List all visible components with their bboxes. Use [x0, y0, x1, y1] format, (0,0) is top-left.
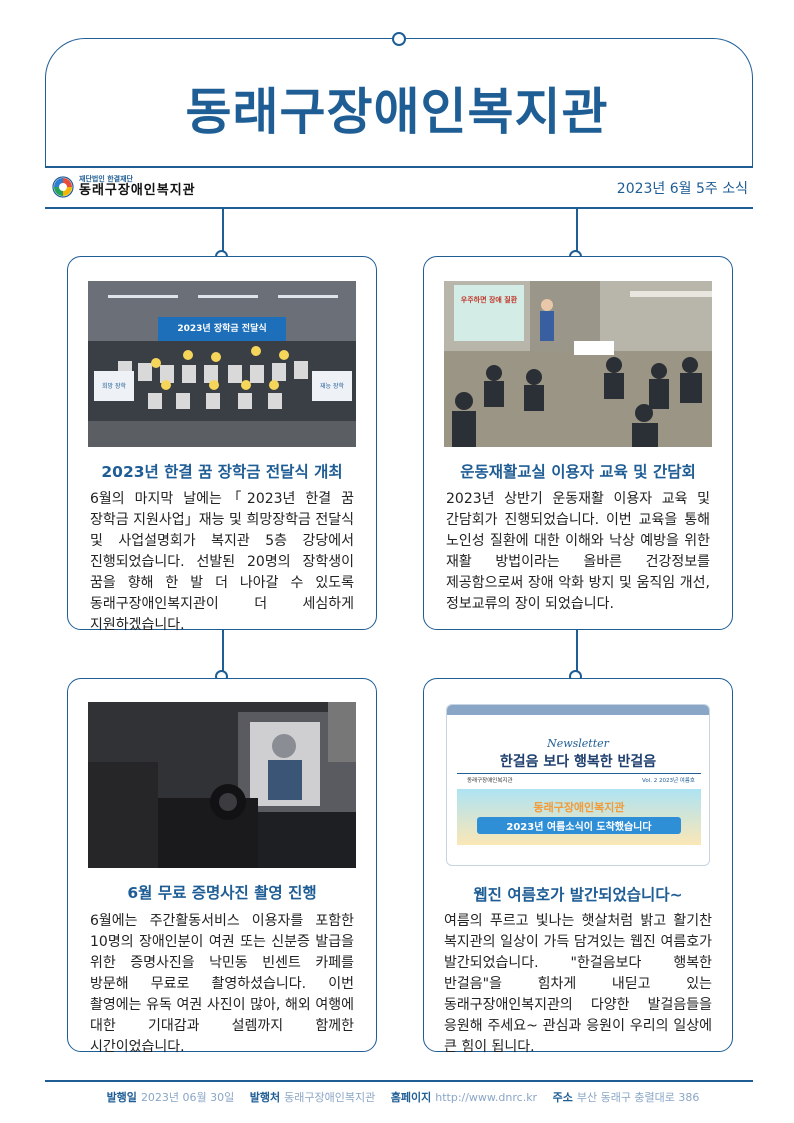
org-logo: 재단법인 한결재단 동래구장애인복지관: [52, 172, 196, 202]
connector-line: [222, 208, 224, 256]
scholarship-sign-left: 희망 장학: [102, 383, 126, 390]
connector-line: [576, 208, 578, 256]
id-photo-session-photo: [88, 702, 356, 868]
card-title: 6월 무료 증명사진 촬영 진행: [127, 884, 317, 902]
rehab-screen-text: 우주하면 장애 질환: [460, 296, 518, 304]
issue-date: 2023년 6월 5주 소식: [616, 181, 748, 197]
card-title: 운동재활교실 이용자 교육 및 간담회: [460, 463, 696, 481]
card-body: 6월의 마지막 날에는「2023년 한결 꿈 장학금 지원사업」재능 및 희망장…: [90, 491, 354, 633]
news-card-scholarship: 2023년 장학금 전달식 희망 장학 재능 장학 2023년 한결 꿈 장학금…: [67, 256, 377, 633]
org-subtitle: 재단법인 한결재단: [79, 175, 133, 183]
footer-address-label: 주소: [552, 1091, 573, 1104]
webzine-newsletter-label: Newsletter: [547, 737, 609, 750]
news-card-photo: 6월 무료 증명사진 촬영 진행 6월에는 주간활동서비스 이용자를 포함한 1…: [67, 678, 377, 1055]
card-body: 6월에는 주간활동서비스 이용자를 포함한 10명의 장애인분이 여권 또는 신…: [90, 913, 354, 1055]
scholarship-photo: 2023년 장학금 전달식 희망 장학 재능 장학: [88, 281, 356, 447]
webzine-headline: 한걸음 보다 행복한 반걸음: [499, 754, 657, 770]
header-divider-top: [45, 166, 753, 168]
footer-address: 부산 동래구 충렬대로 386: [576, 1091, 700, 1104]
connector-line: [222, 630, 224, 678]
webzine-banner-org: 동래구장애인복지관: [533, 801, 625, 814]
scholarship-banner-text: 2023년 장학금 전달식: [177, 324, 267, 334]
header-divider-bottom: [45, 207, 753, 209]
header-dot: [392, 32, 406, 46]
news-card-rehab: 우주하면 장애 질환 운동재활교실 이용자 교육 및 간담회 2023년 상반기…: [423, 256, 733, 630]
page-title: 동래구장애인복지관: [185, 83, 609, 141]
webzine-org: 동래구장애인복지관: [467, 778, 513, 784]
footer-publisher-label: 발행처: [249, 1091, 281, 1104]
webzine-cover: Newsletter 한걸음 보다 행복한 반걸음 동래구장애인복지관 Vol.…: [446, 704, 710, 866]
news-card-webzine: Newsletter 한걸음 보다 행복한 반걸음 동래구장애인복지관 Vol.…: [423, 678, 733, 1055]
card-title: 웹진 여름호가 발간되었습니다~: [473, 886, 683, 904]
footer-homepage-label: 홈페이지: [390, 1091, 432, 1104]
webzine-titlebar: [447, 705, 709, 715]
card-body: 2023년 상반기 운동재활 이용자 교육 및 간담회가 진행되었습니다. 이번…: [446, 491, 710, 612]
webzine-banner: 동래구장애인복지관 2023년 여름소식이 도착했습니다: [457, 789, 701, 845]
webzine-divider: [457, 773, 701, 774]
footer-homepage-link[interactable]: http://www.dnrc.kr: [435, 1091, 538, 1104]
footer-issued: 2023년 06월 30일: [140, 1091, 235, 1104]
scholarship-sign-right: 재능 장학: [320, 383, 344, 390]
webzine-banner-message: 2023년 여름소식이 도착했습니다: [477, 817, 681, 834]
org-logo-icon: [52, 176, 74, 198]
connector-line: [576, 630, 578, 678]
footer-issued-label: 발행일: [106, 1091, 137, 1104]
rehab-photo: 우주하면 장애 질환: [444, 281, 712, 447]
footer-publisher: 동래구장애인복지관: [284, 1091, 376, 1104]
card-title: 2023년 한결 꿈 장학금 전달식 개최: [101, 463, 343, 481]
card-body: 여름의 푸르고 빛나는 햇살처럼 밝고 활기찬 복지관의 일상이 가득 담겨있는…: [444, 913, 712, 1055]
footer-divider: [45, 1080, 753, 1082]
webzine-vol: Vol. 2 2023년 여름호: [642, 778, 695, 784]
org-name: 동래구장애인복지관: [79, 182, 196, 198]
